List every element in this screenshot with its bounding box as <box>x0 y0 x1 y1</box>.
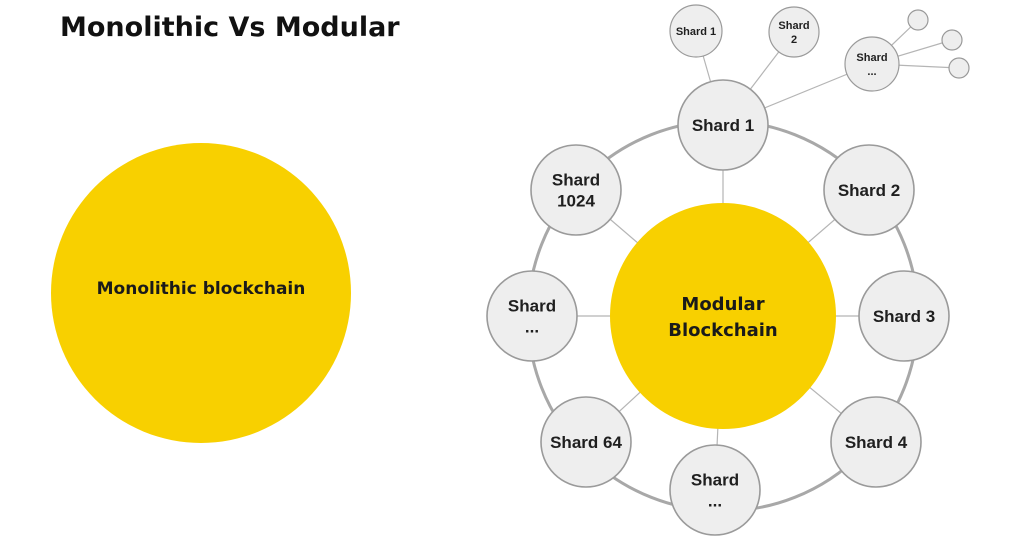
page-title: Monolithic Vs Modular <box>60 12 400 43</box>
ring-shard-node-circle <box>486 270 578 362</box>
ring-shard-node-label-line: ... <box>708 492 722 511</box>
ring-shard-node-circle <box>830 396 922 488</box>
leaf-node-circle <box>948 57 970 79</box>
sub-shard-node-label: Shard... <box>856 52 887 78</box>
sub-shard-node-circle <box>844 36 900 92</box>
sub-shard-node-circle <box>669 4 723 58</box>
ring-shard-node-label-line: Shard <box>552 170 600 189</box>
ring-shard-node-label: Shard 1 <box>692 116 754 135</box>
ring-shard-node: Shard 1024 <box>530 144 622 236</box>
sub-shard-node: Shard 2 <box>768 6 820 58</box>
ring-shard-node: Shard 4 <box>830 396 922 488</box>
sub-shard-node-circle <box>768 6 820 58</box>
ring-shard-node-label: Shard 3 <box>873 307 935 326</box>
leaf-node-circle <box>907 9 929 31</box>
sub-shard-node-label-line: ... <box>867 66 876 78</box>
ring-shard-node: Shard 3 <box>858 270 950 362</box>
ring-shard-node-label-line: Shard 1 <box>692 116 754 135</box>
sub-shard-node-label: Shard 1 <box>676 26 716 38</box>
ring-shard-node-label-line: Shard <box>691 470 739 489</box>
ring-shard-node-label-line: 1024 <box>557 192 595 211</box>
ring-shard-node-label: Shard 1024 <box>552 170 600 210</box>
sub-shard-node-label: Shard 2 <box>778 20 809 46</box>
monolithic-label: Monolithic blockchain <box>96 279 306 299</box>
ring-shard-node: Shard 1 <box>677 79 769 171</box>
monolithic-circle: Monolithic blockchain <box>51 143 351 443</box>
ring-shard-node-label-line: Shard 3 <box>873 307 935 326</box>
ring-shard-node: Shard 64 <box>540 396 632 488</box>
sub-shard-node-label-line: 2 <box>791 34 797 46</box>
sub-shard-node-label-line: Shard <box>778 20 809 32</box>
ring-shard-node-label-line: ... <box>525 318 539 337</box>
ring-shard-node-label: Shard 64 <box>550 433 622 452</box>
sub-shard-node-label-line: Shard <box>856 52 887 64</box>
modular-hub-label-line: Modular <box>681 294 764 315</box>
ring-shard-node: Shard... <box>486 270 578 362</box>
ring-shard-node-circle <box>677 79 769 171</box>
ring-shard-node: Shard 2 <box>823 144 915 236</box>
ring-shard-node-label-line: Shard 64 <box>550 433 622 452</box>
leaf-node-circle <box>941 29 963 51</box>
ring-shard-node-label: Shard... <box>691 470 739 510</box>
ring-shard-node-circle <box>858 270 950 362</box>
ring-shard-node: Shard... <box>669 444 761 536</box>
ring-shard-node-circle <box>669 444 761 536</box>
ring-shard-node-label-line: Shard <box>508 296 556 315</box>
sub-shard-node: Shard... <box>844 36 900 92</box>
sub-shard-node-label-line: Shard 1 <box>676 26 716 38</box>
modular-hub-circle <box>610 203 836 429</box>
sub-shard-node: Shard 1 <box>669 4 723 58</box>
ring-shard-node-label-line: Shard 2 <box>838 181 900 200</box>
ring-shard-node-circle <box>540 396 632 488</box>
ring-shard-node-label: Shard 4 <box>845 433 908 452</box>
ring-shard-node-label-line: Shard 4 <box>845 433 908 452</box>
ring-shard-node-circle <box>823 144 915 236</box>
ring-shard-node-label: Shard 2 <box>838 181 900 200</box>
modular-hub-label-line: Blockchain <box>668 320 778 341</box>
ring-shard-node-label: Shard... <box>508 296 556 336</box>
ring-shard-node-circle <box>530 144 622 236</box>
